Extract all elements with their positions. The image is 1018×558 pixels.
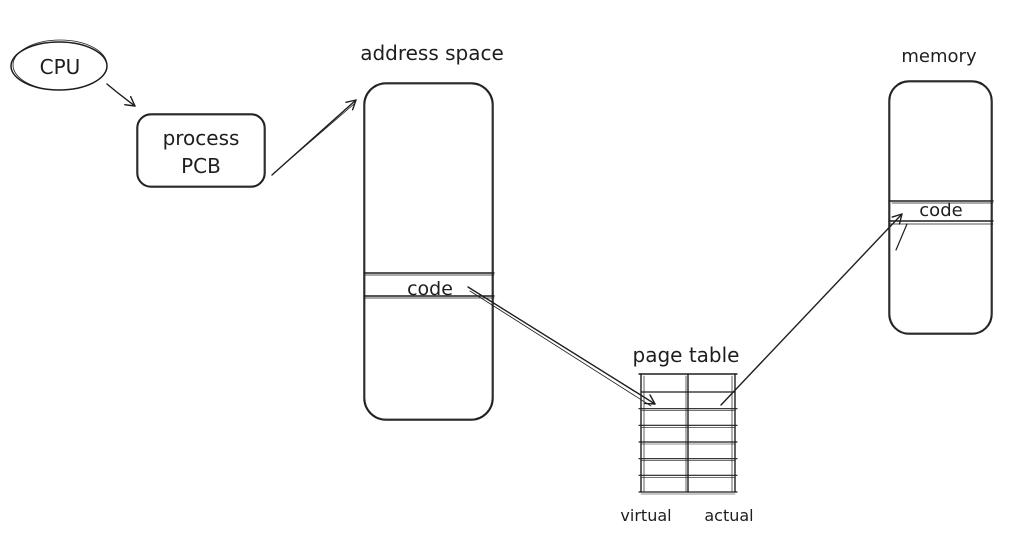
memory-code-label: code [919,200,962,221]
memory-block: memory code [888,46,994,335]
page-table-grid [638,373,738,495]
process-label: process [163,126,240,150]
page-table-title: page table [633,343,740,367]
page-table-virtual-label: virtual [620,506,671,525]
address-space-code-label: code [407,278,453,300]
address-space-title: address space [360,41,504,65]
arrow-cpu-to-process [106,83,136,107]
arrow-page-table-to-memory [720,213,908,406]
arrow-code-to-page-table [467,286,656,407]
address-space-block: address space code [360,41,504,421]
page-table-actual-label: actual [704,506,753,525]
page-table: page table virtual actual [620,343,753,525]
cpu-node: CPU [10,39,108,91]
memory-title: memory [901,46,977,67]
process-pcb-box: process PCB [136,113,266,188]
arrow-pcb-to-address-space [271,99,357,176]
pcb-label: PCB [181,154,221,178]
cpu-label: CPU [40,55,81,79]
